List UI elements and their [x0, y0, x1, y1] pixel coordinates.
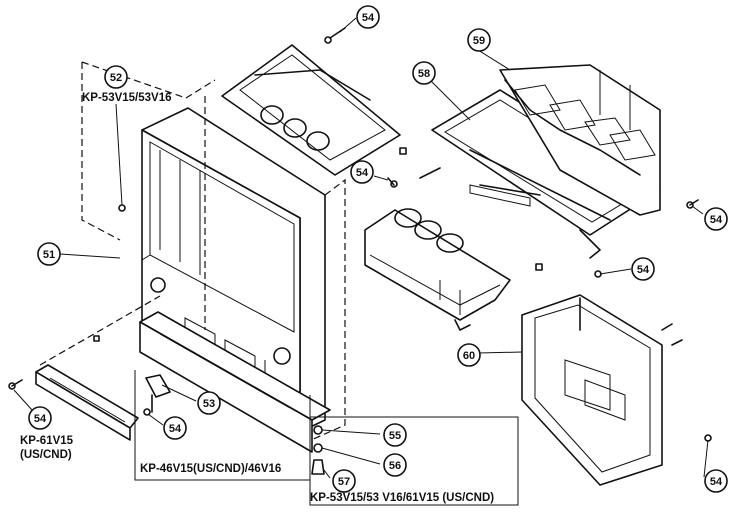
callout-54-bracket: 54	[163, 416, 187, 440]
callout-54-rear-bottom: 54	[704, 469, 728, 493]
callout-57: 57	[332, 469, 356, 493]
callout-54-top: 54	[356, 5, 380, 29]
leader-lines	[13, 17, 709, 479]
callout-51: 51	[37, 242, 61, 266]
svg-text:54: 54	[637, 264, 650, 276]
svg-text:54: 54	[356, 167, 369, 179]
label-kp-53v15-53v16: KP-53V15/53V16	[82, 92, 172, 104]
projection-tube-block	[364, 208, 511, 331]
svg-text:54: 54	[169, 423, 182, 435]
model-group-boxes	[134, 370, 519, 506]
screws	[8, 27, 712, 442]
callout-58: 58	[412, 61, 436, 85]
front-grille-61	[35, 295, 161, 441]
svg-text:57: 57	[338, 476, 350, 488]
svg-text:56: 56	[389, 460, 401, 472]
bracket-53	[145, 374, 171, 413]
svg-text:54: 54	[362, 12, 375, 24]
callout-55: 55	[383, 423, 407, 447]
callout-54-center: 54	[350, 160, 374, 184]
callout-54-right: 54	[704, 207, 728, 231]
svg-text:54: 54	[710, 476, 723, 488]
svg-text:52: 52	[110, 72, 122, 84]
svg-text:54: 54	[710, 214, 723, 226]
rear-panel-60	[521, 294, 663, 486]
label-kp-61v15: KP-61V15	[20, 435, 74, 447]
callout-53: 53	[197, 391, 221, 415]
callout-52: 52	[104, 65, 128, 89]
svg-text:51: 51	[43, 249, 55, 261]
label-us-cnd: (US/CND)	[20, 449, 72, 461]
callout-60: 60	[457, 343, 481, 367]
base-tray	[139, 311, 331, 453]
svg-text:59: 59	[473, 35, 485, 47]
callout-54-rear-top: 54	[631, 257, 655, 281]
callout-54-left: 54	[28, 406, 52, 430]
svg-text:55: 55	[389, 430, 401, 442]
small-parts	[311, 425, 325, 475]
callout-59: 59	[467, 28, 491, 52]
svg-text:60: 60	[463, 350, 475, 362]
top-cover	[221, 44, 401, 176]
light-box-59	[499, 64, 661, 216]
svg-text:53: 53	[203, 398, 215, 410]
svg-text:58: 58	[418, 68, 430, 80]
label-kp-46v15: KP-46V15(US/CND)/46V16	[140, 463, 281, 475]
label-kp-53v15-61v15: KP-53V15/53 V16/61V15 (US/CND)	[310, 492, 494, 504]
svg-text:54: 54	[34, 413, 47, 425]
callout-56: 56	[383, 453, 407, 477]
